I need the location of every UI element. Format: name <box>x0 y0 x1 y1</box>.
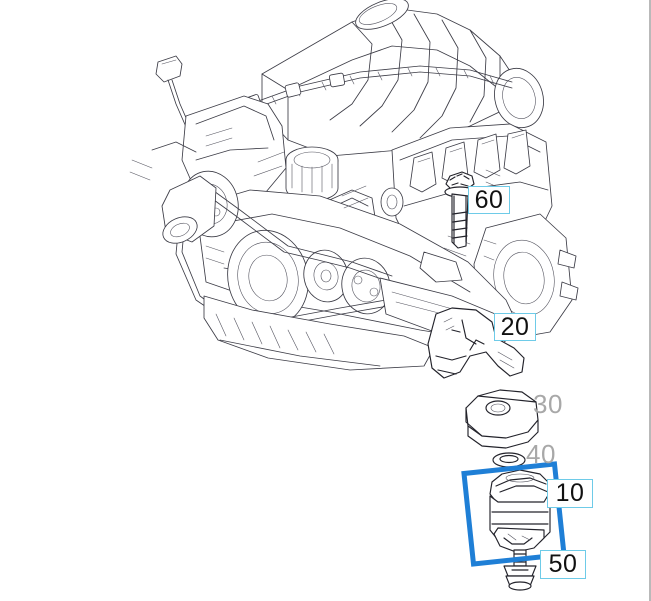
callout-50-text: 50 <box>548 550 578 578</box>
ac-compressor <box>161 175 217 244</box>
engine-detail-lines <box>129 141 501 265</box>
callout-10-text: 10 <box>555 479 585 507</box>
callout-label-60[interactable]: 60 <box>468 186 510 214</box>
intake-manifold <box>261 0 544 157</box>
part-30-damper <box>465 389 539 449</box>
engine-assembly <box>129 0 579 371</box>
oil-pan <box>203 295 435 371</box>
callout-label-10[interactable]: 10 <box>547 479 593 508</box>
belt-drive <box>175 170 393 327</box>
callout-60-text: 60 <box>474 185 504 214</box>
part-60-long-bolt <box>444 171 476 249</box>
callout-label-50[interactable]: 50 <box>540 550 586 579</box>
callout-label-20[interactable]: 20 <box>494 313 536 341</box>
part-50-flange-bolt <box>503 549 537 591</box>
callout-40-text: 40 <box>526 439 556 469</box>
part-10-engine-mount <box>489 469 551 553</box>
callout-label-40[interactable]: 40 <box>526 440 568 468</box>
callout-30-text: 30 <box>533 389 563 419</box>
callout-label-30[interactable]: 30 <box>533 390 575 418</box>
oil-filler-cap <box>285 146 339 202</box>
part-20-heat-shield <box>427 307 525 379</box>
callout-20-text: 20 <box>500 312 530 341</box>
part-40-o-ring <box>492 452 526 468</box>
